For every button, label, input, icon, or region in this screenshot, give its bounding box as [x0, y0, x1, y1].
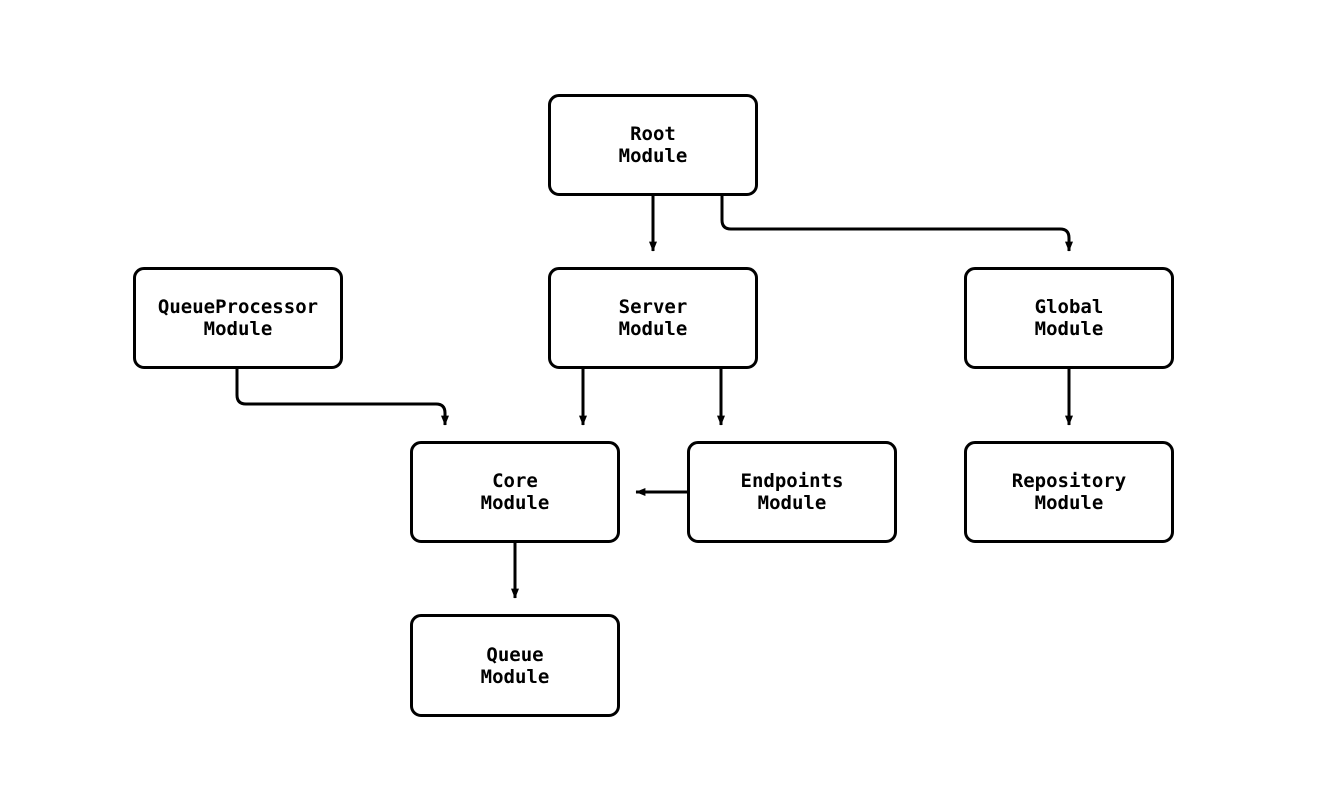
- node-global-module[interactable]: Global Module: [964, 267, 1174, 369]
- node-sublabel-root: Module: [618, 145, 688, 167]
- node-queue-module[interactable]: Queue Module: [410, 614, 620, 717]
- node-server-module[interactable]: Server Module: [548, 267, 758, 369]
- edge-root-to-global: [720, 196, 1073, 252]
- node-label-queue: Queue: [486, 643, 544, 666]
- node-sublabel-queueprocessor: Module: [203, 318, 273, 340]
- node-label-server: Server: [618, 296, 688, 318]
- node-sublabel-repository: Module: [1034, 492, 1104, 514]
- node-root-module[interactable]: Root Module: [548, 94, 758, 196]
- node-label-repository: Repository: [1011, 470, 1127, 492]
- node-sublabel-global: Module: [1034, 318, 1104, 340]
- node-sublabel-endpoints: Module: [757, 492, 827, 514]
- node-label-endpoints: Endpoints: [740, 470, 844, 492]
- node-sublabel-queue: Module: [480, 665, 550, 688]
- node-label-root: Root: [630, 123, 676, 145]
- node-core-module[interactable]: Core Module: [410, 441, 620, 543]
- node-queueprocessor-module[interactable]: QueueProcessor Module: [133, 267, 343, 369]
- node-endpoints-module[interactable]: Endpoints Module: [687, 441, 897, 543]
- node-label-global: Global: [1034, 296, 1104, 318]
- node-label-core: Core: [492, 470, 538, 492]
- node-sublabel-core: Module: [480, 492, 550, 514]
- node-repository-module[interactable]: Repository Module: [964, 441, 1174, 543]
- edge-queueprocessor-to-core: [235, 369, 449, 426]
- node-sublabel-server: Module: [618, 318, 688, 340]
- node-label-queueprocessor: QueueProcessor: [157, 296, 319, 318]
